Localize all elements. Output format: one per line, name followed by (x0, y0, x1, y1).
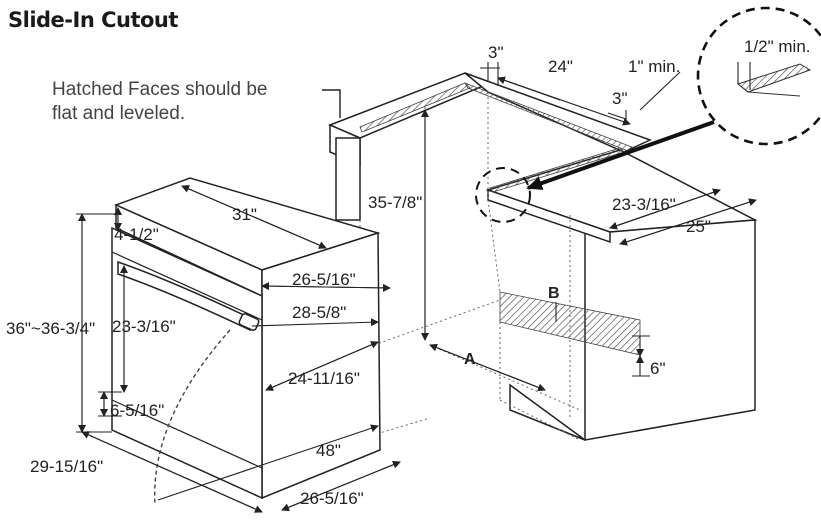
detail-circle-small (475, 167, 531, 223)
dim-min-gap: 1" min. (628, 57, 680, 76)
door-swing-arc (154, 329, 231, 506)
hatched-faces (359, 82, 641, 356)
dim-bottom-depth: 26-5/16" (300, 489, 364, 508)
range (111, 177, 381, 500)
left-countertop-top (328, 72, 492, 139)
left-cabinet-side (335, 137, 361, 221)
note-line-2: flat and leveled. (52, 103, 186, 124)
dimension-lines (76, 62, 757, 513)
dim-cut-depth: 23-3/16" (612, 195, 676, 214)
detail-circle-large (696, 6, 821, 146)
hatched-faces-note: Hatched Faces should be flat and leveled… (52, 78, 267, 126)
label-b: B (548, 285, 560, 302)
note-line-1: Hatched Faces should be (52, 79, 268, 100)
dim-cabinet-height: 35-7/8" (368, 193, 422, 212)
range-front (111, 226, 263, 500)
dim-backguard: 4-1/2" (114, 225, 159, 244)
detail-callout (475, 6, 821, 223)
dim-cabinet-depth: 25" (686, 217, 711, 236)
dim-door-height: 23-3/16" (112, 317, 176, 336)
dim-side-margin: 3" (488, 43, 504, 62)
dim-cabinet-width: 24" (548, 57, 573, 76)
dim-drawer-height: 6-5/16" (110, 401, 164, 420)
dim-side-height: 24-11/16" (288, 369, 360, 388)
right-countertop-top (485, 149, 758, 233)
dim-side-depth: 26-5/16" (292, 270, 356, 289)
note-leader (322, 89, 341, 118)
dim-b-height: 6" (650, 359, 666, 378)
page-title: Slide-In Cutout (8, 8, 178, 32)
right-countertop-front (487, 188, 611, 244)
detail-arrow (526, 120, 715, 190)
hatched-face-back (464, 82, 633, 152)
dim-depth-door: 28-5/8" (292, 303, 346, 322)
dim-range-width: 29-15/16" (30, 457, 103, 476)
dim-overall-height: 36"~36-3/4" (6, 319, 95, 338)
cabinet (328, 72, 758, 441)
dim-rear-margin: 3" (612, 89, 628, 108)
back-countertop-top (464, 72, 652, 153)
label-a: A (464, 351, 476, 368)
dim-door-open: 48" (316, 441, 341, 460)
detail-inner (736, 63, 812, 97)
dim-detail-min: 1/2" min. (744, 37, 811, 56)
right-cabinet-base (509, 383, 586, 441)
dim-range-top-width: 31" (232, 205, 257, 224)
